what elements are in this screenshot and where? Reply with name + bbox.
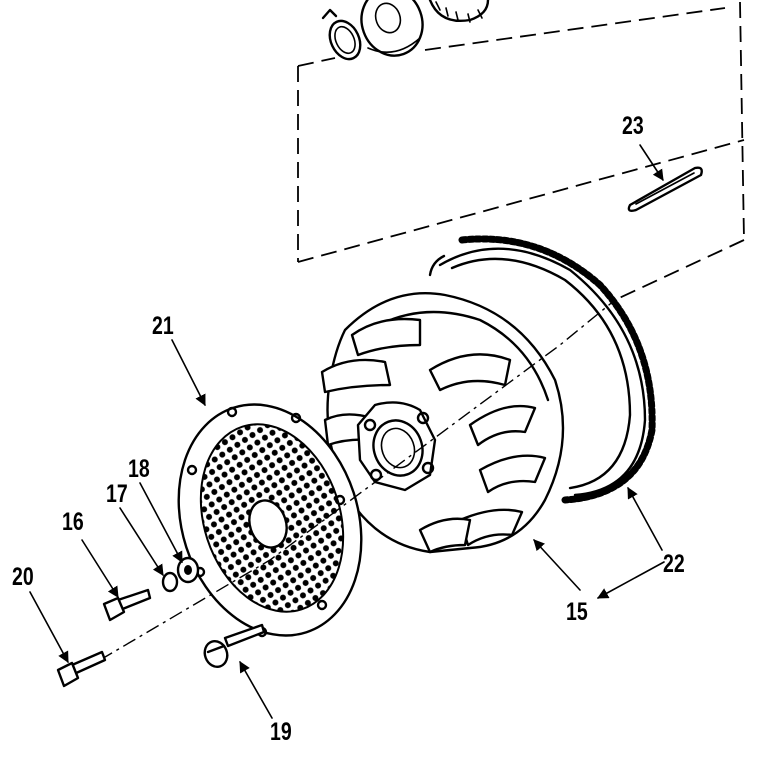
- callout-17: 17: [106, 480, 128, 508]
- callout-23: 23: [622, 112, 644, 140]
- callout-16: 16: [62, 508, 84, 536]
- key-part: [627, 166, 703, 213]
- top-parts-group: [321, 0, 490, 61]
- retaining-ring: [321, 8, 362, 61]
- assembly-outline-box: [297, 1, 745, 301]
- callout-20: 20: [12, 563, 34, 591]
- callout-22: 22: [663, 550, 685, 578]
- bolt-16: [102, 588, 152, 622]
- sprocket-fragment: [428, 0, 490, 23]
- callout-15: 15: [566, 598, 588, 626]
- washer-17: [161, 571, 179, 593]
- bolt-20: [56, 650, 107, 688]
- washer-18: [176, 556, 200, 584]
- thrust-washer: [360, 0, 424, 57]
- screw-19: [203, 623, 266, 668]
- leader-lines: [29, 144, 665, 719]
- ring-gear: [428, 235, 656, 504]
- callout-19: 19: [270, 718, 292, 746]
- callout-21: 21: [152, 312, 174, 340]
- clutch-hub: [320, 291, 565, 554]
- perforated-plate: [177, 403, 363, 638]
- callout-18: 18: [128, 455, 150, 483]
